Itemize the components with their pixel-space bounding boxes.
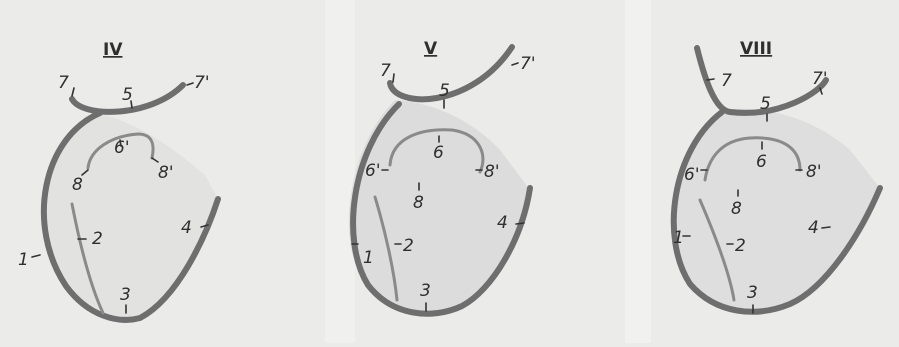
tick-mark bbox=[821, 226, 831, 229]
tick-mark bbox=[31, 254, 41, 258]
tick-mark bbox=[186, 82, 194, 86]
label-8-prime: 8' bbox=[484, 162, 500, 182]
label-6-prime: 6' bbox=[684, 165, 700, 185]
ventricle-outline bbox=[670, 109, 883, 315]
label-4: 4 bbox=[808, 218, 819, 238]
panel-title: IV bbox=[103, 40, 123, 60]
inner-arc bbox=[86, 132, 155, 170]
label-4: 4 bbox=[497, 213, 508, 233]
label-6: 6 bbox=[433, 143, 444, 163]
label-2: 2 bbox=[735, 236, 746, 256]
label-2: 2 bbox=[403, 236, 414, 256]
label-3: 3 bbox=[747, 283, 758, 303]
label-5: 5 bbox=[122, 85, 133, 105]
panel-title: VIII bbox=[740, 39, 772, 59]
label-7-prime: 7' bbox=[812, 69, 828, 89]
label-2: 2 bbox=[92, 229, 103, 249]
label-5: 5 bbox=[760, 94, 771, 114]
septum-top-curve bbox=[387, 44, 515, 103]
label-6-prime: 6' bbox=[365, 161, 381, 181]
ventricle-outline bbox=[350, 101, 533, 317]
label-5: 5 bbox=[439, 81, 450, 101]
tick-mark bbox=[71, 87, 75, 97]
label-8: 8 bbox=[413, 193, 424, 213]
label-1: 1 bbox=[673, 228, 684, 248]
tick-mark bbox=[515, 222, 525, 225]
inner-line bbox=[70, 202, 105, 315]
label-8: 8 bbox=[72, 175, 83, 195]
label-4: 4 bbox=[181, 218, 192, 238]
label-7-prime: 7' bbox=[520, 54, 536, 74]
tick-mark bbox=[200, 224, 209, 228]
ventricle-outline bbox=[40, 110, 221, 323]
tick-mark bbox=[392, 73, 395, 83]
tick-mark bbox=[81, 169, 89, 176]
inner-arc bbox=[703, 136, 802, 182]
septum-top-curve bbox=[69, 82, 186, 115]
panel-iv: IV 7 5 7' 6' 8 8' 2 1 3 4 bbox=[18, 40, 221, 323]
inner-arc bbox=[388, 128, 485, 174]
septum-top-curve bbox=[694, 45, 829, 116]
label-7-prime: 7' bbox=[194, 73, 210, 93]
label-3: 3 bbox=[420, 281, 431, 301]
label-6: 6 bbox=[756, 152, 767, 172]
label-6-prime: 6' bbox=[114, 138, 130, 158]
tick-mark bbox=[706, 78, 715, 81]
inner-line bbox=[698, 198, 736, 302]
paper-fold-highlight bbox=[325, 0, 355, 343]
label-8-prime: 8' bbox=[806, 162, 822, 182]
tick-mark bbox=[130, 100, 133, 109]
inner-line bbox=[373, 195, 399, 302]
label-7: 7 bbox=[721, 71, 732, 91]
label-8: 8 bbox=[731, 199, 742, 219]
tick-mark bbox=[511, 62, 519, 66]
label-3: 3 bbox=[120, 285, 131, 305]
label-7: 7 bbox=[380, 61, 391, 81]
panel-title: V bbox=[424, 39, 438, 59]
label-7: 7 bbox=[58, 73, 69, 93]
label-1: 1 bbox=[363, 248, 374, 268]
panel-v: V 7 5 7' 6 6' 8' 8 2 1 3 4 bbox=[348, 39, 536, 317]
label-8-prime: 8' bbox=[158, 163, 174, 183]
tick-mark bbox=[119, 139, 122, 147]
tick-mark bbox=[819, 87, 823, 95]
tick-mark bbox=[151, 157, 159, 163]
panel-viii: VIII 7 5 7' 6 6' 8' 8 2 1 3 4 bbox=[670, 39, 883, 315]
paper-fold-highlight bbox=[625, 0, 651, 343]
label-1: 1 bbox=[18, 250, 29, 270]
